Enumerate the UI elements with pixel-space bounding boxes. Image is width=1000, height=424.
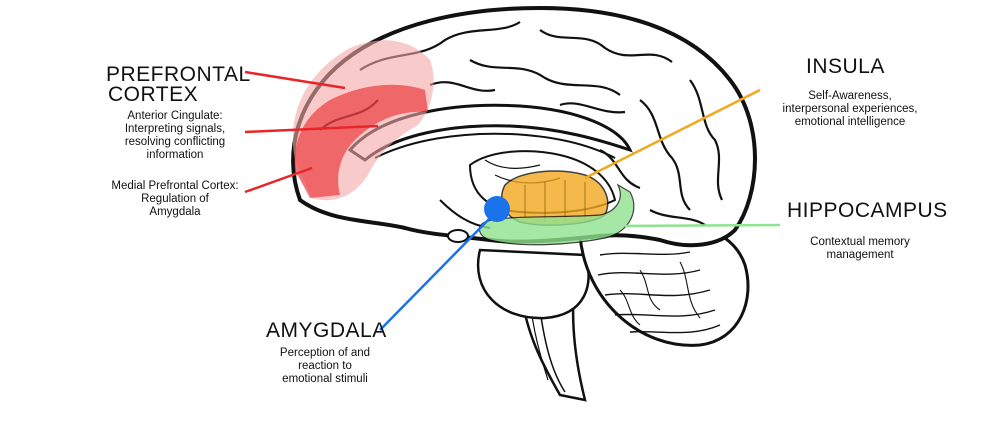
anterior-cingulate-line: resolving conflicting: [124, 136, 226, 148]
anterior-cingulate-line: Anterior Cingulate:: [127, 110, 223, 122]
insula-title: INSULA: [806, 55, 885, 78]
line-anterior-cingulate: [244, 124, 379, 134]
hippocampus-desc-line: Contextual memory: [810, 236, 910, 248]
medial-prefrontal-line: Medial Prefrontal Cortex:: [111, 180, 239, 192]
hippocampus-desc: Contextual memory management: [790, 236, 930, 262]
insula-desc: Self-Awareness, interpersonal experience…: [760, 90, 940, 129]
line-hippocampus: [624, 223, 781, 228]
line-medial-prefrontal: [244, 166, 313, 194]
medial-prefrontal-line: Amygdala: [149, 206, 201, 218]
amygdala-dot: [484, 196, 510, 222]
anterior-cingulate-text: Anterior Cingulate: Interpreting signals…: [100, 110, 250, 162]
amygdala-desc-line: emotional stimuli: [282, 373, 368, 385]
line-prefrontal: [244, 70, 346, 90]
amygdala-desc-line: Perception of and: [279, 347, 371, 359]
insula-desc-line: Self-Awareness,: [808, 90, 892, 102]
amygdala-desc-line: reaction to: [298, 360, 352, 372]
amygdala-desc: Perception of and reaction to emotional …: [265, 347, 385, 386]
hippocampus-title: HIPPOCAMPUS: [787, 199, 948, 222]
prefrontal-highlight: [292, 40, 434, 201]
anterior-cingulate-line: Interpreting signals,: [124, 123, 226, 135]
prefrontal-title-2: CORTEX: [108, 83, 199, 106]
pons: [476, 248, 590, 320]
medial-prefrontal-line: Regulation of: [141, 193, 209, 205]
amygdala-title: AMYGDALA: [266, 319, 387, 342]
cerebellum: [578, 220, 750, 347]
anterior-cingulate-line: information: [146, 149, 204, 161]
line-amygdala: [379, 213, 495, 331]
prefrontal-title-1: PREFRONTAL: [106, 63, 251, 86]
medial-prefrontal-text: Medial Prefrontal Cortex: Regulation of …: [100, 180, 250, 219]
insula-desc-line: interpersonal experiences,: [782, 103, 918, 115]
hippocampus-desc-line: management: [826, 249, 894, 261]
line-insula: [584, 88, 761, 180]
hippocampus-highlight: [478, 183, 635, 246]
insula-desc-line: emotional intelligence: [794, 116, 906, 128]
